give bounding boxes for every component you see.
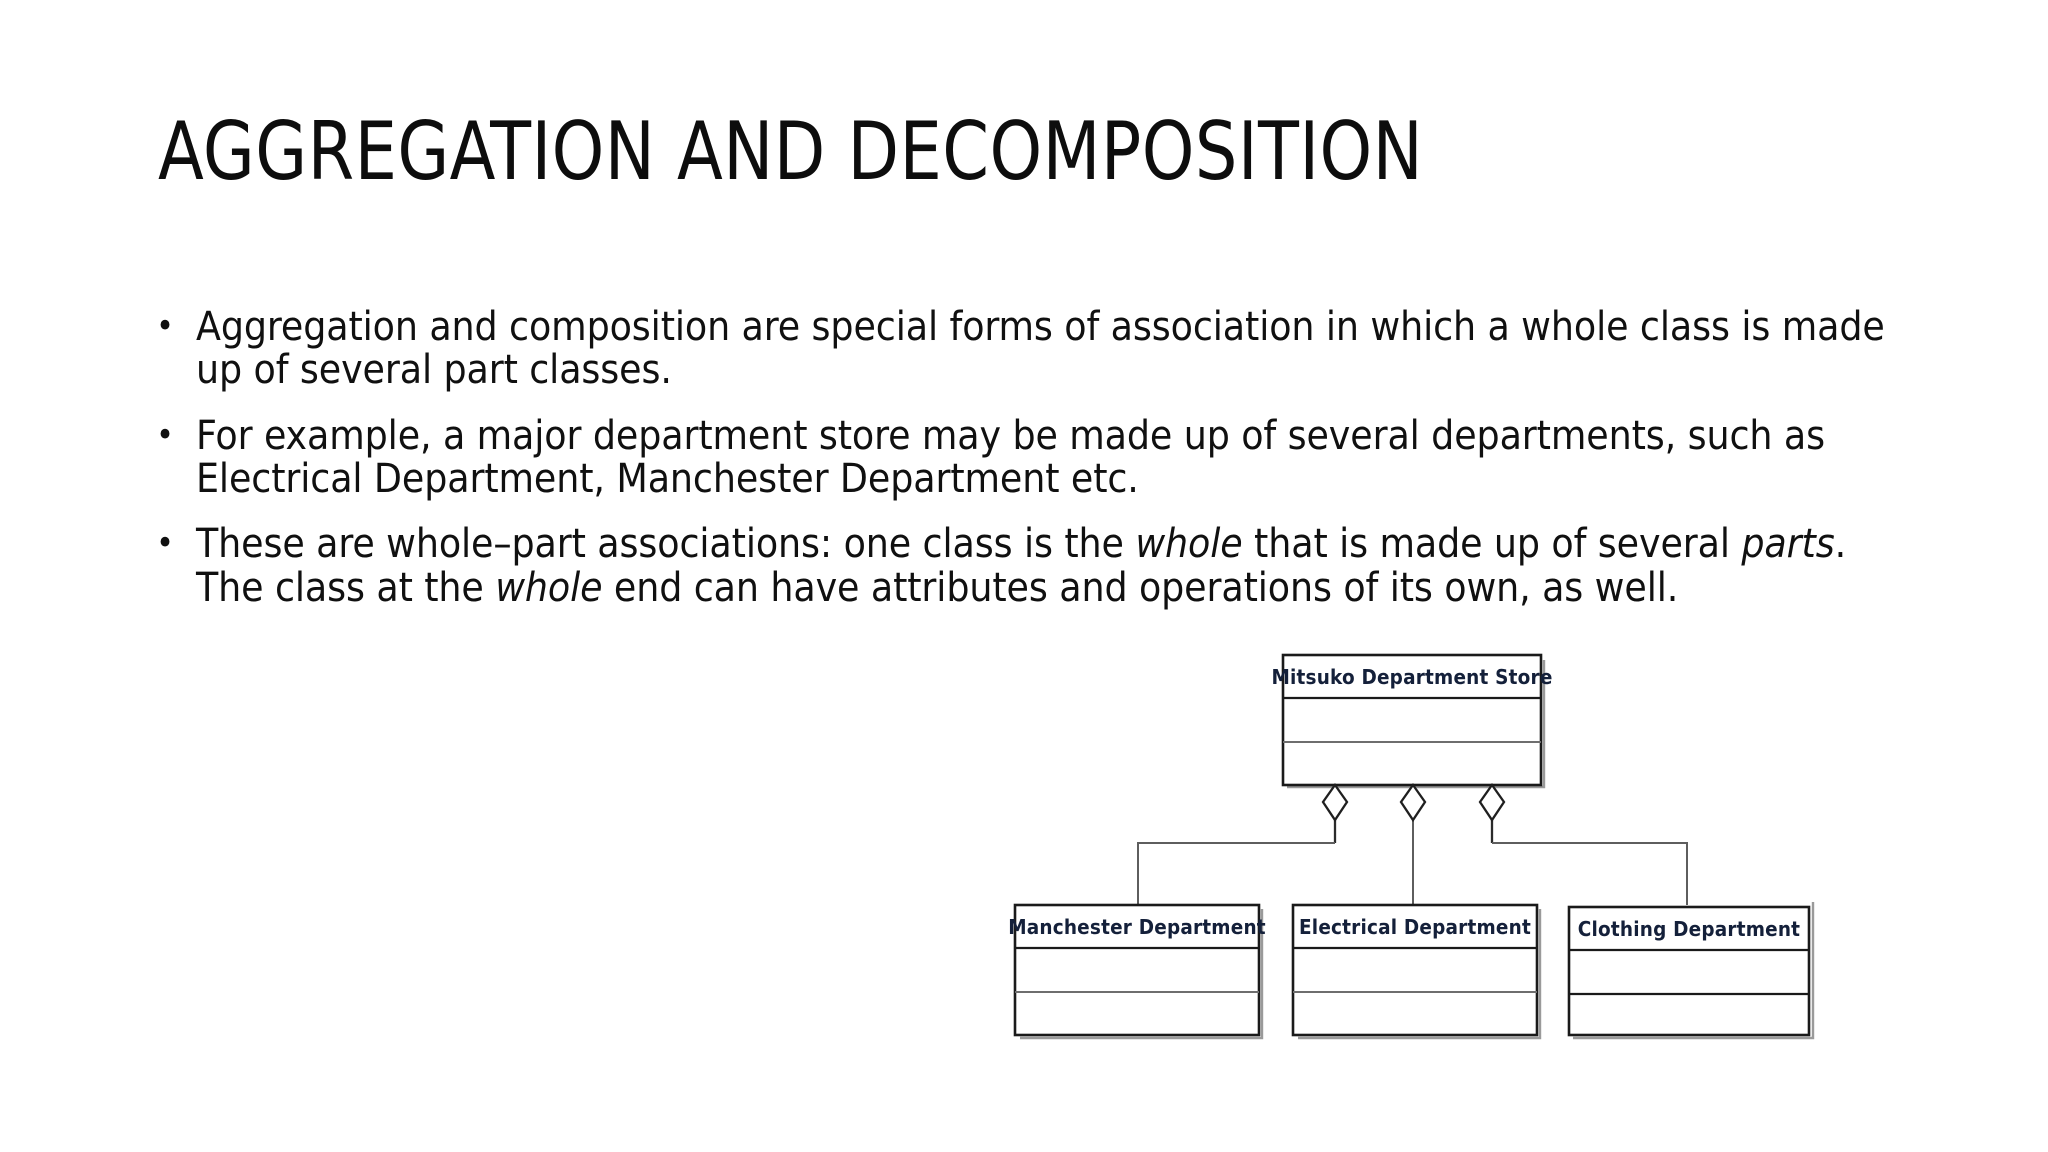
emphasis-parts: parts [1741, 519, 1835, 568]
list-item: • Aggregation and composition are specia… [150, 302, 1910, 394]
link-elbow-right [1492, 842, 1688, 905]
class-box-whole-shadow [1287, 660, 1546, 789]
class-box-part-clothing: Clothing Department [1567, 902, 1815, 1040]
class-name-whole: Mitsuko Department Store [1271, 665, 1552, 689]
class-box-part-electrical: Electrical Department [1291, 903, 1542, 1040]
aggregation-link-clothing [1478, 783, 1688, 905]
class-box-part-3-shadow [1573, 902, 1815, 1040]
emphasis-whole: whole [1135, 519, 1243, 568]
bullet-marker-icon: • [156, 523, 174, 564]
aggregation-diamond-icon-left [1321, 783, 1349, 823]
bullet-text-2: For example, a major department store ma… [196, 410, 1825, 502]
list-item: • For example, a major department store … [150, 410, 1910, 502]
aggregation-link-manchester [1137, 783, 1349, 905]
aggregation-diamond-icon-right [1478, 783, 1506, 823]
class-box-part-2-outline [1291, 903, 1539, 1037]
class-box-part-1-outline [1013, 903, 1261, 1037]
bullet-text-1: Aggregation and composition are special … [196, 302, 1885, 394]
emphasis-whole-2: whole [495, 562, 603, 611]
uml-class-diagram: Mitsuko Department Store [995, 630, 1855, 1070]
class-box-part-1-shadow [1020, 909, 1264, 1040]
bullet-list: • Aggregation and composition are specia… [150, 302, 1910, 631]
page-title: AGGREGATION AND DECOMPOSITION [158, 105, 1424, 198]
link-elbow-left [1137, 842, 1335, 905]
class-box-part-manchester: Manchester Department [1008, 903, 1266, 1040]
bullet-marker-icon: • [156, 414, 174, 455]
class-name-part-2: Electrical Department [1299, 915, 1531, 939]
list-item: • These are whole–part associations: one… [150, 522, 1910, 609]
aggregation-diamond-icon-middle [1399, 783, 1427, 823]
class-box-part-2-shadow [1298, 909, 1542, 1040]
aggregation-link-electrical [1399, 783, 1427, 905]
class-name-part-1: Manchester Department [1008, 915, 1266, 939]
class-name-part-3: Clothing Department [1578, 917, 1800, 941]
class-box-whole: Mitsuko Department Store [1271, 653, 1552, 789]
class-box-part-3-outline [1567, 905, 1811, 1037]
bullet-marker-icon: • [156, 306, 174, 346]
bullet-text-3: These are whole–part associations: one c… [196, 519, 1847, 611]
